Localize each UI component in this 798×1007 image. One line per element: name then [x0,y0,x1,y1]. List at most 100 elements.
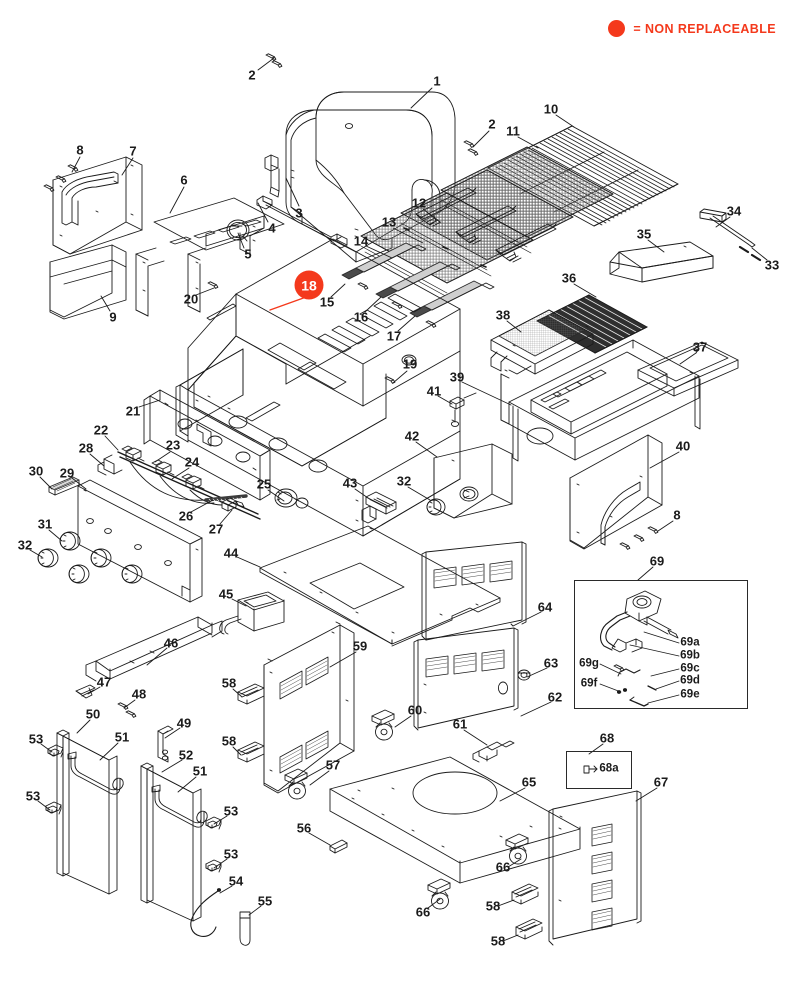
callout-8[interactable]: 8 [76,142,84,158]
callout-24[interactable]: 24 [184,454,200,470]
callout-42[interactable]: 42 [404,428,420,444]
art-side-burner-42 [433,443,513,519]
callout-69[interactable]: 69 [649,553,665,569]
callout-39[interactable]: 39 [449,369,465,385]
callout-53[interactable]: 53 [25,788,41,804]
callout-51[interactable]: 51 [114,729,130,745]
callout-2[interactable]: 2 [248,67,256,83]
callout-43[interactable]: 43 [342,475,358,491]
callout-9[interactable]: 9 [109,309,117,325]
callout-66[interactable]: 66 [415,904,431,920]
callout-10[interactable]: 10 [543,101,559,117]
art-heat-plate-38 [490,309,594,375]
callout-34[interactable]: 34 [726,203,742,219]
callout-26[interactable]: 26 [178,508,194,524]
callout-55[interactable]: 55 [257,893,273,909]
callout-21[interactable]: 21 [125,403,141,419]
callout-20[interactable]: 20 [183,291,199,307]
art-burner-13 [455,205,517,245]
callout-45[interactable]: 45 [218,586,234,602]
callout-61[interactable]: 61 [452,716,468,732]
callout-25[interactable]: 25 [256,476,272,492]
callout-46[interactable]: 46 [163,635,179,651]
callout-54[interactable]: 54 [228,873,244,889]
callout-69e[interactable]: 69e [680,688,700,701]
legend-label: = NON REPLACEABLE [633,21,776,36]
callout-64[interactable]: 64 [537,599,553,615]
callout-57[interactable]: 57 [325,757,341,773]
callout-59[interactable]: 59 [352,638,368,654]
callout-50[interactable]: 50 [85,706,101,722]
callout-31[interactable]: 31 [37,516,53,532]
callout-40[interactable]: 40 [675,438,691,454]
callout-47[interactable]: 47 [96,674,112,690]
callout-22[interactable]: 22 [93,422,109,438]
callout-65[interactable]: 65 [521,774,537,790]
callout-58[interactable]: 58 [490,933,506,949]
callout-60[interactable]: 60 [407,702,423,718]
callout-30[interactable]: 30 [28,463,44,479]
callout-62[interactable]: 62 [547,689,563,705]
callout-29[interactable]: 29 [59,465,75,481]
callout-19[interactable]: 19 [402,356,418,372]
art-shelf-6 [135,197,285,317]
callout-13[interactable]: 13 [381,214,397,230]
callout-52[interactable]: 52 [178,747,194,763]
callout-51[interactable]: 51 [192,763,208,779]
callout-14[interactable]: 14 [353,233,369,249]
callout-5[interactable]: 5 [244,246,252,262]
callout-41[interactable]: 41 [426,383,442,399]
callout-69c[interactable]: 69c [680,662,700,675]
art-burner-box-39 [500,339,701,462]
callout-12[interactable]: 12 [411,195,427,211]
highlighted-part-badge[interactable]: 18 [295,271,323,299]
callout-56[interactable]: 56 [296,820,312,836]
callout-58[interactable]: 58 [221,733,237,749]
callout-2[interactable]: 2 [488,116,496,132]
callout-32[interactable]: 32 [396,473,412,489]
callout-7[interactable]: 7 [129,143,137,159]
callout-38[interactable]: 38 [495,307,511,323]
callout-32[interactable]: 32 [17,537,33,553]
callout-66[interactable]: 66 [495,859,511,875]
callout-17[interactable]: 17 [386,328,402,344]
art-knob-32b [426,498,446,516]
callout-44[interactable]: 44 [223,545,239,561]
callout-27[interactable]: 27 [208,521,224,537]
callout-58[interactable]: 58 [221,675,237,691]
callout-1[interactable]: 1 [433,73,441,89]
callout-11[interactable]: 11 [506,123,520,139]
callout-8[interactable]: 8 [673,507,681,523]
callout-16[interactable]: 16 [353,309,369,325]
callout-4[interactable]: 4 [268,220,276,236]
callout-35[interactable]: 35 [636,226,652,242]
callout-69d[interactable]: 69d [680,674,700,687]
callout-69b[interactable]: 69b [680,649,700,662]
callout-49[interactable]: 49 [176,715,192,731]
callout-69a[interactable]: 69a [680,636,700,649]
callout-37[interactable]: 37 [692,339,708,355]
art-back-panel-7 [52,156,143,255]
art-venturi-15 [341,242,427,280]
callout-63[interactable]: 63 [543,655,559,671]
callout-36[interactable]: 36 [561,270,577,286]
callout-48[interactable]: 48 [131,686,147,702]
callout-28[interactable]: 28 [78,440,94,456]
callout-68[interactable]: 68 [599,730,615,746]
callout-15[interactable]: 15 [319,294,335,310]
callout-69g[interactable]: 69g [579,657,599,670]
callout-53[interactable]: 53 [28,731,44,747]
callout-58[interactable]: 58 [485,898,501,914]
callout-6[interactable]: 6 [180,172,188,188]
callout-53[interactable]: 53 [223,803,239,819]
callout-23[interactable]: 23 [165,437,181,453]
callout-53[interactable]: 53 [223,846,239,862]
callout-69f[interactable]: 69f [580,677,598,690]
art-panel-67 [548,790,642,946]
callout-3[interactable]: 3 [295,205,303,221]
callout-67[interactable]: 67 [653,774,669,790]
art-burner-12 [415,187,477,227]
art-grate-11 [360,146,614,300]
callout-33[interactable]: 33 [764,257,780,273]
